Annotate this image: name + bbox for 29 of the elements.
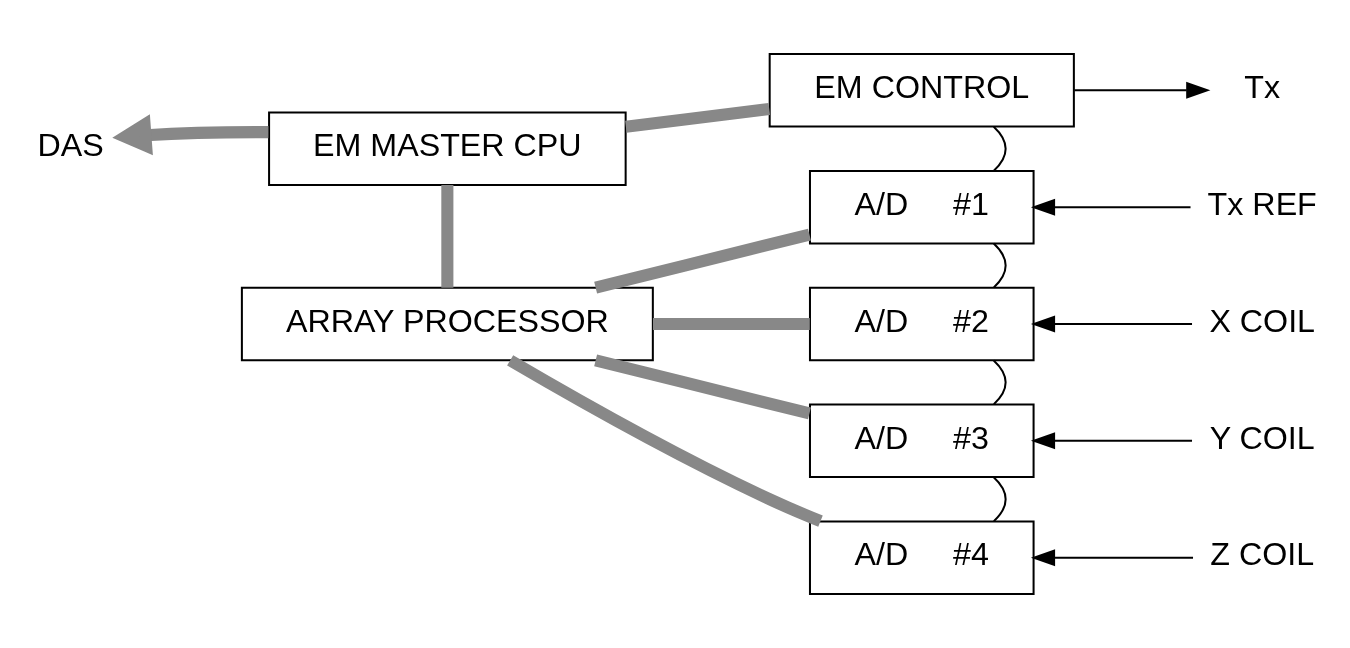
arrow xyxy=(1030,549,1194,567)
node-text: Z COIL xyxy=(1210,536,1315,573)
arrow xyxy=(112,114,269,156)
connector xyxy=(441,185,454,288)
connector xyxy=(594,354,811,420)
node-text: Tx xyxy=(1244,68,1281,105)
arrow xyxy=(1030,432,1192,450)
node-text: DAS xyxy=(37,127,104,164)
arrow xyxy=(1030,315,1192,333)
node-box: ARRAY PROCESSOR xyxy=(240,286,654,362)
connector xyxy=(625,103,770,133)
node-box: EM CONTROL xyxy=(768,53,1075,128)
node-box: A/D #2 xyxy=(808,286,1035,362)
connector xyxy=(993,242,1007,289)
connector xyxy=(594,228,811,294)
node-box: A/D #3 xyxy=(808,403,1035,479)
connector xyxy=(993,359,1007,406)
node-text: Tx REF xyxy=(1207,185,1317,222)
connector xyxy=(652,317,810,331)
connector xyxy=(993,126,1007,172)
node-text: Y COIL xyxy=(1209,419,1315,456)
node-box: A/D #4 xyxy=(808,520,1035,595)
node-box: A/D #1 xyxy=(808,169,1035,245)
node-box: EM MASTER CPU xyxy=(268,111,627,186)
connector xyxy=(507,355,823,527)
arrow xyxy=(1074,81,1211,99)
node-text: X COIL xyxy=(1209,302,1316,339)
connector xyxy=(993,476,1007,522)
arrow xyxy=(1030,198,1191,216)
